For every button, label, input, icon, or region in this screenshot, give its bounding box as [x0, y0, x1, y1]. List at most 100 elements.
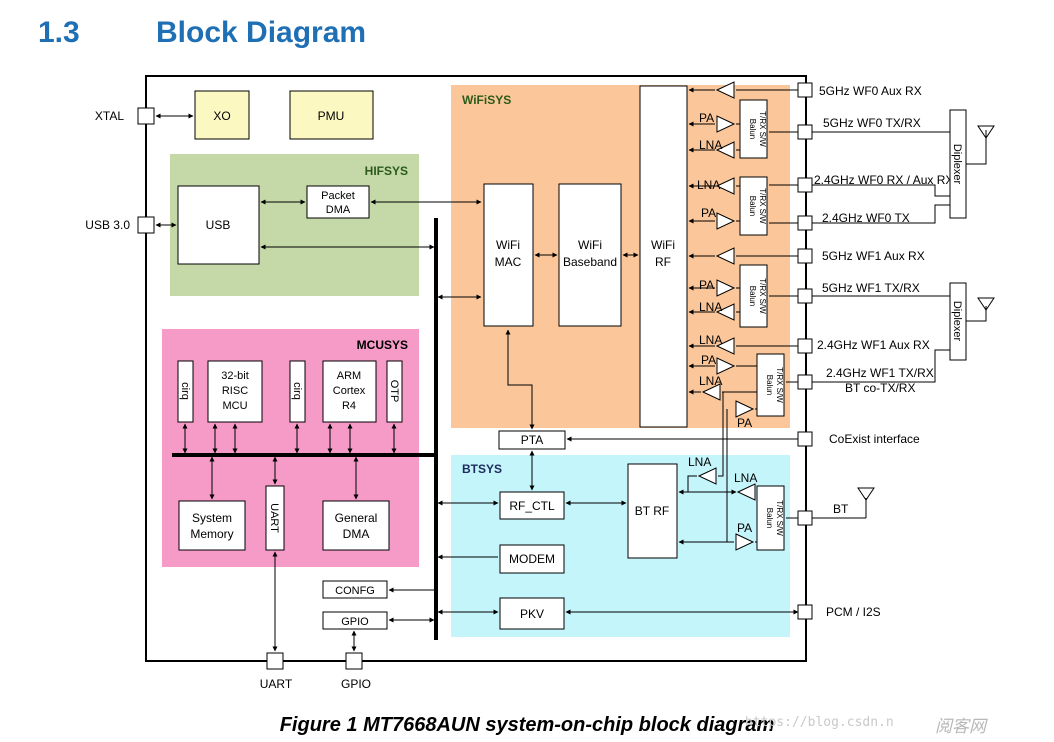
pa-label-2: PA	[701, 206, 716, 220]
pa-24g-wf1	[716, 357, 736, 375]
cirq-label-1: cirq	[179, 382, 191, 400]
pta-block	[498, 430, 566, 450]
pa-5g-wf0	[716, 115, 736, 133]
trsw-balun-4	[756, 353, 785, 417]
rf-label-1: WiFi	[651, 238, 675, 252]
trsw-label-2a: T/RX S/W	[758, 188, 767, 224]
antenna-1-icon	[977, 125, 995, 139]
figure-caption: Figure 1 MT7668AUN system-on-chip block …	[279, 714, 775, 736]
trsw-label-4b: Balun	[765, 375, 774, 395]
system-memory-block	[178, 500, 246, 551]
lna-label-bt-2: LNA	[734, 471, 757, 485]
pin-5g-wf1-aux-rx	[797, 248, 813, 264]
lna-5g-wf0-aux	[715, 81, 735, 99]
antenna-2-icon	[977, 297, 995, 311]
pin-5g-wf0-aux-rx	[797, 82, 813, 98]
xo-block	[194, 90, 250, 140]
pin-pcm-i2s	[797, 604, 813, 620]
diplexer-label-1: Diplexer	[951, 144, 963, 185]
pta-label: PTA	[521, 433, 543, 447]
pa-bt-coex	[735, 400, 755, 418]
gpio-pin-label: GPIO	[341, 677, 371, 691]
lna-24g-wf1	[701, 383, 721, 401]
cirq-block-1	[177, 360, 194, 423]
pkv-block	[499, 597, 565, 630]
packet-dma-label-2: DMA	[326, 204, 351, 216]
usb-pin	[137, 216, 155, 234]
pin-24g-wf1-txrx	[797, 374, 813, 390]
lna-bt-2	[736, 483, 756, 501]
lna-5g-wf1-aux	[715, 247, 735, 265]
risc-label-1: 32-bit	[221, 370, 249, 382]
port-label-3: 2.4GHz WF0 RX / Aux RX	[814, 173, 953, 187]
lna-24g-wf0	[715, 177, 735, 195]
pa-bt	[735, 533, 755, 551]
watermark-logo: 阅客网	[935, 717, 986, 736]
usb-label: USB	[206, 218, 231, 232]
pmu-block	[289, 90, 374, 140]
pin-5g-wf0-txrx	[797, 124, 813, 140]
xtal-pin	[137, 107, 155, 125]
bb-label-2: Baseband	[563, 255, 617, 269]
bb-label-1: WiFi	[578, 238, 602, 252]
modem-block	[499, 544, 565, 574]
wifi-baseband-block	[558, 183, 622, 327]
packet-dma-block	[306, 185, 370, 219]
xtal-pin-label: XTAL	[95, 109, 124, 123]
mac-label-2: MAC	[495, 255, 522, 269]
pa-24g-wf0	[716, 212, 736, 230]
packet-dma-label-1: Packet	[321, 190, 355, 202]
port-label-5: 5GHz WF1 Aux RX	[822, 249, 925, 263]
trsw-label-4a: T/RX S/W	[775, 367, 784, 403]
pa-5g-wf1	[716, 279, 736, 297]
trsw-label-bt-b: Balun	[765, 508, 774, 528]
pmu-label: PMU	[318, 109, 345, 123]
lna-label-bt-1: LNA	[688, 455, 711, 469]
port-label-8b: BT co-TX/RX	[845, 381, 915, 395]
sysmem-label-1: System	[192, 511, 232, 525]
lna-label-1: LNA	[699, 138, 722, 152]
pin-24g-wf0-tx	[797, 215, 813, 231]
mac-label-1: WiFi	[496, 238, 520, 252]
hifsys-title: HIFSYS	[365, 164, 408, 178]
port-label-4: 2.4GHz WF0 TX	[822, 211, 910, 225]
pin-5g-wf1-txrx	[797, 288, 813, 304]
gpio-block	[322, 611, 388, 630]
gdma-label-1: General	[335, 511, 378, 525]
bt-rf-block	[627, 463, 678, 559]
arm-label-1: ARM	[337, 370, 361, 382]
rf-label-2: RF	[655, 255, 671, 269]
gpio-pin	[345, 652, 363, 670]
port-label-1: 5GHz WF0 Aux RX	[819, 84, 922, 98]
lna-label-2: LNA	[697, 178, 720, 192]
btsys-title: BTSYS	[462, 462, 502, 476]
antenna-bt-icon	[857, 487, 875, 501]
pa-label-bt: PA	[737, 521, 752, 535]
lna-bt-1	[697, 467, 717, 485]
trsw-label-bt-a: T/RX S/W	[775, 500, 784, 536]
mcusys-title: MCUSYS	[357, 338, 408, 352]
port-label-11: PCM / I2S	[826, 605, 881, 619]
trsw-label-2b: Balun	[748, 196, 757, 216]
confg-block	[322, 580, 388, 599]
wifi-mac-block	[483, 183, 534, 327]
port-label-2: 5GHz WF0 TX/RX	[823, 116, 921, 130]
usb-block	[177, 185, 260, 265]
otp-block	[386, 360, 403, 423]
trsw-label-3a: T/RX S/W	[758, 278, 767, 314]
trsw-label-1b: Balun	[748, 119, 757, 139]
trsw-label-3b: Balun	[748, 286, 757, 306]
uart-block	[265, 485, 285, 551]
lna-24g-wf1-aux	[715, 337, 735, 355]
pin-coexist	[797, 431, 813, 447]
risc-label-3: MCU	[222, 400, 247, 412]
confg-label: CONFG	[335, 585, 375, 597]
lna-5g-wf0	[715, 141, 735, 159]
risc-label-2: RISC	[222, 385, 248, 397]
pa-label-4: PA	[701, 353, 716, 367]
cirq-label-2: cirq	[291, 382, 303, 400]
pkv-label: PKV	[520, 607, 544, 621]
watermark-url: https://blog.csdn.n	[745, 715, 894, 730]
section-title: Block Diagram	[156, 16, 367, 49]
